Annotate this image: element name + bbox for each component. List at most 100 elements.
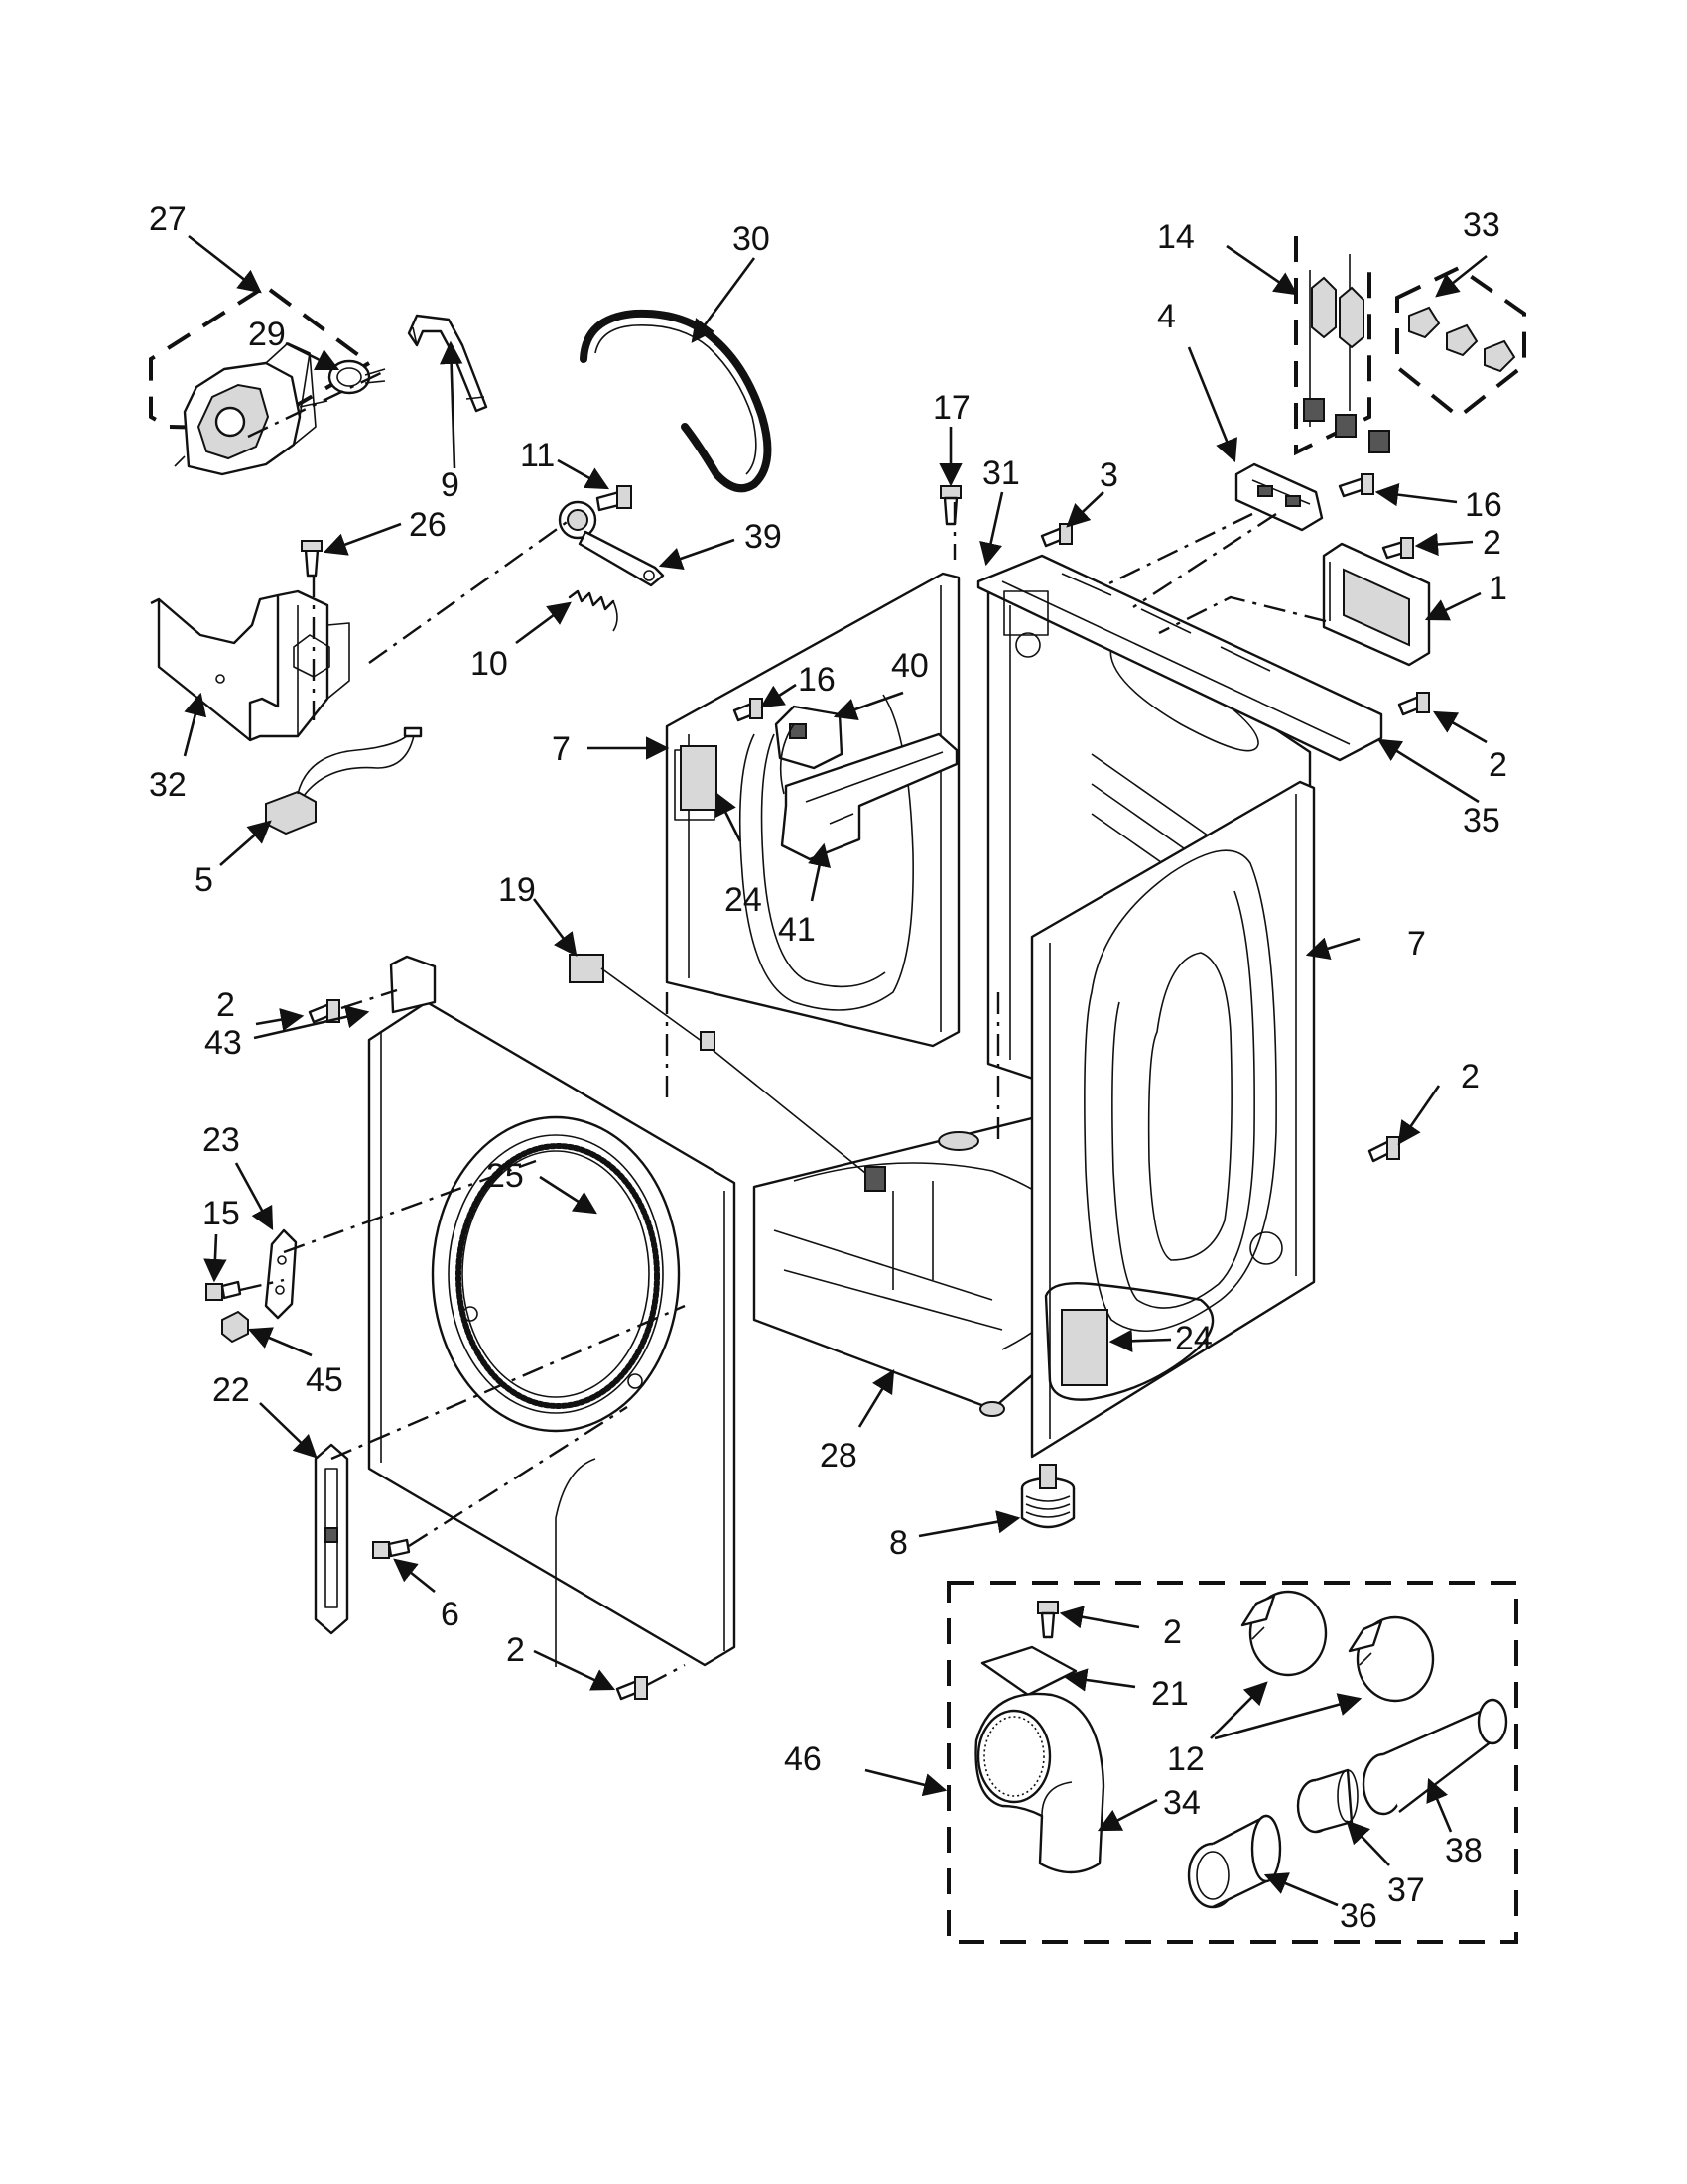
- callout-2f: 2: [1163, 1613, 1182, 1651]
- assembly-line-front-top: [340, 988, 398, 1010]
- callout-43: 43: [204, 1024, 242, 1062]
- leader-11: [557, 458, 610, 490]
- knob-bezels: [1408, 306, 1516, 373]
- callout-29: 29: [248, 316, 286, 353]
- motor-mount-bracket: [407, 314, 488, 413]
- callout-6: 6: [441, 1596, 459, 1633]
- callout-12: 12: [1167, 1740, 1205, 1778]
- callout-31: 31: [982, 454, 1020, 492]
- callout-2b: 2: [1489, 746, 1507, 784]
- leader-12a: [1210, 1681, 1268, 1739]
- callout-7a: 7: [552, 730, 571, 768]
- drive-motor: [174, 342, 328, 476]
- callout-1: 1: [1489, 570, 1507, 607]
- leader-2c: [1397, 1085, 1441, 1145]
- leader-16a: [1374, 483, 1458, 507]
- callout-35: 35: [1463, 802, 1500, 839]
- door-seal-25: [455, 1143, 660, 1409]
- assembly-line-strike-b: [239, 1278, 285, 1292]
- assembly-line-hinge-b: [408, 1405, 628, 1548]
- switch-bracket: [1234, 462, 1324, 532]
- leader-37: [1346, 1820, 1390, 1866]
- idler-spring: [568, 589, 618, 632]
- assembly-line-motor-clip: [247, 369, 386, 439]
- leader-16b: [760, 683, 797, 708]
- leader-46: [864, 1768, 948, 1797]
- leader-2e: [533, 1649, 616, 1691]
- callout-5: 5: [195, 861, 213, 899]
- callout-11: 11: [520, 437, 555, 474]
- strike-screw-15: [205, 1280, 242, 1301]
- assembly-line-console-a: [1108, 512, 1253, 585]
- control-knobs-group-box: [1294, 236, 1371, 456]
- leader-40: [833, 691, 904, 721]
- callout-24a: 24: [724, 881, 762, 919]
- callout-39: 39: [744, 518, 782, 556]
- leader-23: [234, 1162, 274, 1231]
- leader-31: [979, 491, 1004, 567]
- callout-9: 9: [441, 466, 459, 504]
- front-panel: [367, 1000, 736, 1667]
- callout-36: 36: [1340, 1897, 1377, 1935]
- assembly-line-board: [1158, 595, 1327, 635]
- callout-19: 19: [498, 871, 536, 909]
- mounting-bracket-41: [780, 732, 959, 861]
- leader-35: [1377, 738, 1480, 804]
- leader-33: [1435, 254, 1488, 298]
- internal-screw-16: [732, 698, 763, 722]
- front-panel-top-bracket: [389, 955, 437, 1014]
- motor-clip: [327, 359, 386, 395]
- leader-28: [857, 1368, 895, 1428]
- callout-37: 37: [1387, 1871, 1425, 1909]
- callout-2a: 2: [1483, 524, 1501, 562]
- vent-screw-2: [1037, 1601, 1059, 1639]
- hinge-screw-6: [372, 1538, 411, 1559]
- leader-19: [532, 898, 578, 957]
- vent-pipe-38: [1362, 1698, 1508, 1816]
- callout-2d: 2: [216, 986, 235, 1024]
- vent-kit-group-box: [947, 1581, 1518, 1944]
- console-screw-2b: [1397, 692, 1430, 716]
- leader-2b: [1432, 710, 1488, 744]
- leader-2f: [1059, 1606, 1140, 1629]
- console-screw-16: [1338, 473, 1374, 498]
- callout-30: 30: [732, 220, 770, 258]
- callout-33: 33: [1463, 206, 1500, 244]
- leader-38: [1426, 1777, 1453, 1833]
- motor-screw: [301, 540, 323, 578]
- leader-45: [247, 1327, 313, 1357]
- leader-8: [918, 1510, 1021, 1538]
- thermal-fuse-bracket: [774, 705, 844, 795]
- console-screw-2a: [1381, 537, 1414, 560]
- cabinet-screw-17: [940, 485, 962, 526]
- leader-12b: [1214, 1693, 1363, 1740]
- leader-32: [183, 692, 207, 757]
- callout-21: 21: [1151, 1675, 1189, 1713]
- callout-28: 28: [820, 1437, 857, 1475]
- leader-14: [1226, 244, 1298, 296]
- callout-15: 15: [202, 1195, 240, 1232]
- wire-harness-19: [569, 954, 886, 1192]
- vent-clamp-37: [1296, 1768, 1359, 1834]
- console-screw-3: [1040, 523, 1073, 548]
- callout-38: 38: [1445, 1832, 1483, 1869]
- callout-32: 32: [149, 766, 187, 804]
- callout-2e: 2: [506, 1631, 525, 1669]
- hinge-22: [314, 1443, 349, 1635]
- leader-25: [539, 1175, 597, 1215]
- callout-4: 4: [1157, 298, 1176, 335]
- assembly-line-front-bottom: [646, 1663, 686, 1687]
- warning-label-24a: [680, 745, 717, 811]
- leader-24a: [714, 791, 742, 842]
- leader-7b: [1305, 937, 1361, 960]
- callout-23: 23: [202, 1121, 240, 1159]
- door-strike-23: [264, 1228, 298, 1320]
- callout-7b: 7: [1407, 925, 1426, 963]
- motor-base: [150, 589, 350, 742]
- leader-43: [253, 1005, 370, 1040]
- leader-10: [515, 601, 572, 645]
- leader-36: [1263, 1872, 1339, 1907]
- idler-pulley-assembly: [558, 500, 665, 587]
- leader-39: [658, 538, 735, 571]
